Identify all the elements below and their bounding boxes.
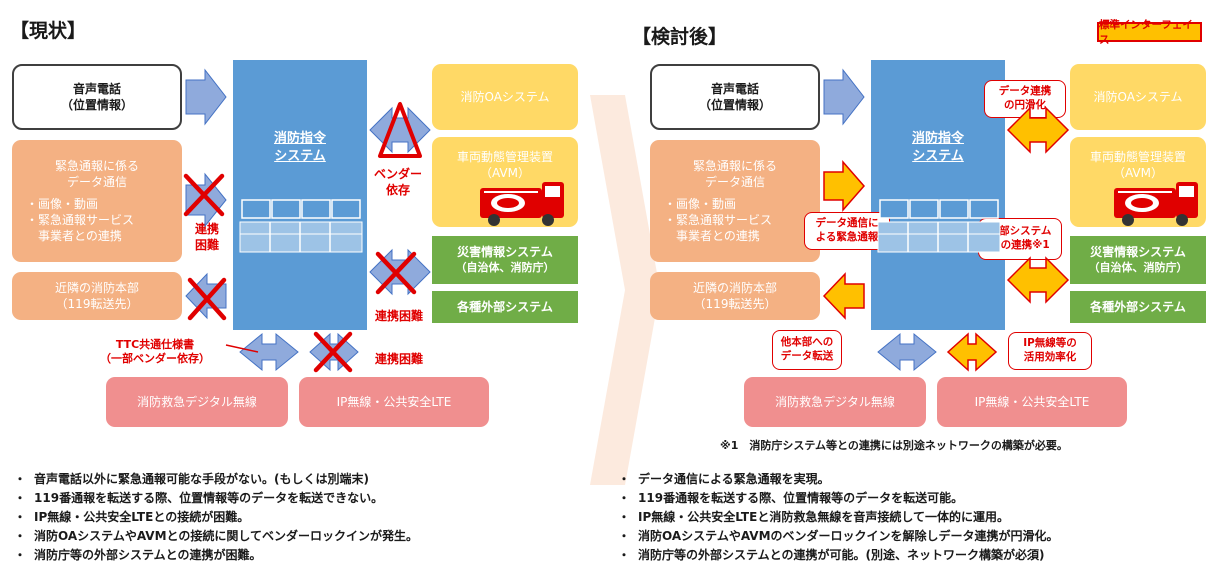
difficult-bottom-label: 連携困難 (374, 352, 423, 366)
oa-system-box: 消防OAシステム (1070, 64, 1206, 130)
after-bullet: IP無線・公共安全LTEと消防救急無線を音声接続して一体的に運用。 (618, 508, 1059, 527)
fire-truck-icon (480, 182, 564, 226)
callout-data-comm: データ通信に よる緊急通報 (804, 212, 890, 250)
standard-interface-legend: 標準インターフェイス (1097, 19, 1202, 46)
triangle-icon (378, 102, 422, 158)
std-arrow-data-to-center (823, 160, 865, 212)
current-bullet: IP無線・公共安全LTEとの接続が困難。 (14, 508, 418, 527)
arrow-voice-to-center (823, 68, 865, 126)
digital-radio-box: 消防救急デジタル無線 (744, 377, 926, 427)
after-heading: 【検討後】 (632, 26, 728, 48)
footnote: ※1 消防庁システム等との連携には別途ネットワークの構築が必要。 (720, 439, 1068, 452)
voice-call-label: 音声電話 (72, 81, 121, 96)
voice-call-box: 音声電話 （位置情報） (650, 64, 820, 130)
ip-radio-box: IP無線・公共安全LTE (299, 377, 489, 427)
oa-system-box: 消防OAシステム (432, 64, 578, 130)
ttc-spec-label: TTC共通仕様書 （一部ベンダー依存） (100, 338, 210, 366)
current-bullet: 消防庁等の外部システムとの連携が困難。 (14, 546, 418, 565)
current-bullet: 音声電話以外に緊急通報可能な手段がない。(もしくは別端末) (14, 470, 418, 489)
arrow-voice-to-center (185, 68, 227, 126)
disaster-info-box: 災害情報システム （自治体、消防庁） (432, 236, 578, 284)
emergency-data-box: 緊急通報に係る データ通信 ・画像・動画 ・緊急通報サービス 事業者との連携 (650, 140, 820, 262)
after-bullet: 119番通報を転送する際、位置情報等のデータを転送可能。 (618, 489, 1059, 508)
arrow-center-digital-radio (877, 332, 937, 372)
neighbor-hq-box: 近隣の消防本部 （119転送先） (12, 272, 182, 320)
arrow-center-digital-radio (239, 332, 299, 372)
ip-radio-box: IP無線・公共安全LTE (937, 377, 1127, 427)
voice-call-sub: （位置情報） (60, 98, 133, 112)
callout-other-hq: 他本部への データ転送 (772, 330, 842, 370)
digital-radio-box: 消防救急デジタル無線 (106, 377, 288, 427)
difficult-right-label: 連携困難 (374, 309, 423, 323)
terminal-icon (877, 199, 1001, 253)
disaster-info-box: 災害情報システム （自治体、消防庁） (1070, 236, 1206, 284)
neighbor-hq-box: 近隣の消防本部 （119転送先） (650, 272, 820, 320)
current-heading: 【現状】 (10, 20, 87, 42)
fire-truck-icon (1114, 182, 1198, 226)
ttc-leader-line (225, 344, 259, 353)
after-bullet-list: データ通信による緊急通報を実現。 119番通報を転送する際、位置情報等のデータを… (618, 470, 1059, 565)
vendor-dependent-label: ベンダー 依存 (373, 167, 422, 197)
external-systems-box: 各種外部システム (432, 291, 578, 323)
callout-ip: IP無線等の 活用効率化 (1008, 332, 1092, 370)
current-bullet-list: 音声電話以外に緊急通報可能な手段がない。(もしくは別端末) 119番通報を転送す… (14, 470, 418, 565)
difficult-left-label: 連携 困難 (194, 222, 219, 252)
after-bullet: 消防OAシステムやAVMのベンダーロックインを解除しデータ連携が円滑化。 (618, 527, 1059, 546)
external-systems-box: 各種外部システム (1070, 291, 1206, 323)
terminal-icon (239, 199, 363, 253)
after-bullet: データ通信による緊急通報を実現。 (618, 470, 1059, 489)
after-bullet: 消防庁等の外部システムとの連携が可能。(別途、ネットワーク構築が必須) (618, 546, 1059, 565)
current-bullet: 消防OAシステムやAVMとの接続に関してベンダーロックインが発生。 (14, 527, 418, 546)
voice-call-box: 音声電話 （位置情報） (12, 64, 182, 130)
arrow-center-oa (369, 106, 431, 154)
current-bullet: 119番通報を転送する際、位置情報等のデータを転送できない。 (14, 489, 418, 508)
dispatch-system-box: 消防指令 システム (871, 60, 1005, 330)
dispatch-system-box: 消防指令 システム (233, 60, 367, 330)
std-arrow-neighbor (822, 272, 865, 320)
std-arrow-center-ip-radio (946, 332, 998, 372)
std-arrow-center-disaster (1006, 256, 1070, 304)
emergency-data-box: 緊急通報に係る データ通信 ・画像・動画 ・緊急通報サービス 事業者との連携 (12, 140, 182, 262)
std-arrow-center-oa (1006, 106, 1070, 154)
